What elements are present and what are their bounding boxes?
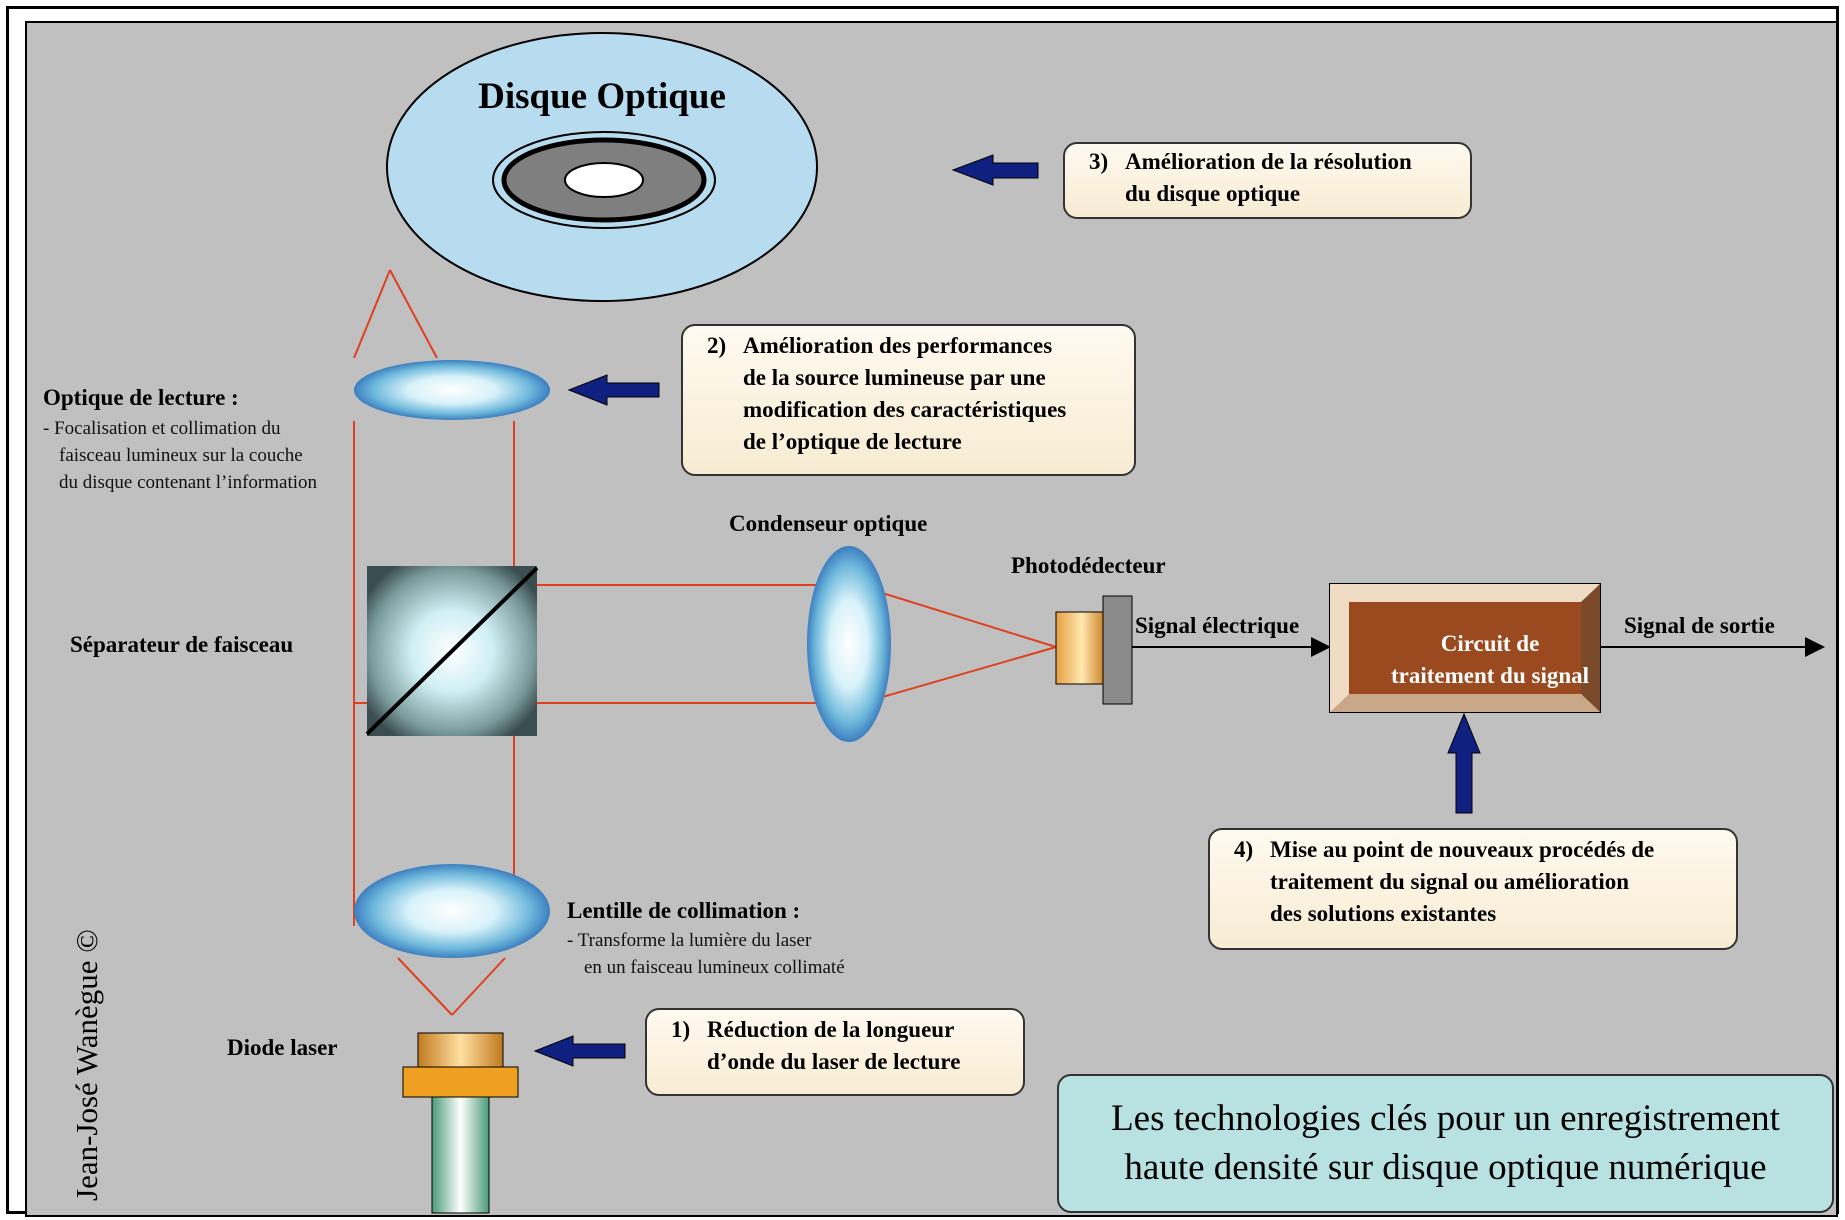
box-4-number: 4)	[1234, 837, 1254, 862]
copyright: Jean-José Wanègue ©	[69, 929, 104, 1201]
circuit-label: Circuit de traitement du signal	[1390, 631, 1590, 688]
title-line-2: haute densité sur disque optique numériq…	[1124, 1147, 1767, 1188]
title-line-1: Les technologies clés pour un enregistre…	[1111, 1098, 1780, 1139]
label-photodetecteur: Photodédecteur	[1011, 553, 1166, 578]
collimation-lens	[354, 864, 550, 958]
note-optique-lecture-2: faisceau lumineux sur la couche	[59, 445, 303, 466]
improvement-box-3: 3) Amélioration de la résolution du disq…	[1063, 142, 1472, 219]
box-3-line-1: Amélioration de la résolution	[1125, 149, 1412, 174]
photodetector	[1055, 595, 1133, 705]
disc-title: Disque Optique	[478, 76, 726, 117]
diagram-canvas: Disque Optique Optique de lecture : - Fo…	[25, 21, 1838, 1217]
note-optique-lecture-3: du disque contenant l’information	[59, 472, 318, 493]
label-lentille: Lentille de collimation :	[567, 898, 801, 923]
title-box: Les technologies clés pour un enregistre…	[1057, 1074, 1834, 1213]
box-1-number: 1)	[671, 1017, 691, 1042]
label-signal-electrique: Signal électrique	[1135, 613, 1300, 638]
box-2-line-1: Amélioration des performances	[743, 333, 1053, 358]
label-optique-lecture: Optique de lecture :	[43, 385, 239, 410]
box-4-line-3: des solutions existantes	[1270, 901, 1497, 926]
label-separateur: Séparateur de faisceau	[70, 632, 294, 657]
box-2-number: 2)	[707, 333, 727, 358]
note-lentille-1: - Transforme la lumière du laser	[567, 930, 812, 951]
laser-diode	[402, 1032, 519, 1214]
label-condenseur: Condenseur optique	[729, 511, 928, 536]
box-3-number: 3)	[1089, 149, 1109, 174]
box-3-line-2: du disque optique	[1125, 181, 1301, 206]
arrow-to-circuit	[1447, 712, 1481, 814]
note-optique-lecture-1: - Focalisation et collimation du	[43, 418, 281, 439]
box-4-line-1: Mise au point de nouveaux procédés de	[1270, 837, 1655, 862]
diagram-drawing	[353, 32, 1825, 1214]
condenser-lens	[807, 546, 891, 742]
improvement-box-2: 2) Amélioration des performances de la s…	[681, 324, 1136, 476]
box-1-line-1: Réduction de la longueur	[707, 1017, 955, 1042]
box-1-line-2: d’onde du laser de lecture	[707, 1049, 961, 1074]
box-2-line-2: de la source lumineuse par une	[743, 365, 1046, 390]
note-lentille-2: en un faisceau lumineux collimaté	[584, 957, 845, 978]
arrow-to-reading-lens	[567, 374, 660, 406]
beam-splitter	[365, 566, 539, 736]
improvement-box-4: 4) Mise au point de nouveaux procédés de…	[1208, 828, 1738, 950]
optical-disc	[386, 32, 818, 302]
improvement-box-1: 1) Réduction de la longueur d’onde du la…	[645, 1008, 1025, 1096]
box-4-line-2: traitement du signal ou amélioration	[1270, 869, 1630, 894]
reading-lens	[354, 360, 550, 420]
outer-frame: Disque Optique Optique de lecture : - Fo…	[6, 6, 1839, 1217]
label-diode: Diode laser	[227, 1035, 338, 1060]
circuit-block	[1329, 583, 1601, 713]
box-2-line-3: modification des caractéristiques	[743, 397, 1067, 422]
label-signal-sortie: Signal de sortie	[1624, 613, 1775, 638]
box-2-line-4: de l’optique de lecture	[743, 429, 962, 454]
arrow-to-laser-diode	[533, 1035, 626, 1067]
arrow-to-disc	[951, 154, 1039, 186]
